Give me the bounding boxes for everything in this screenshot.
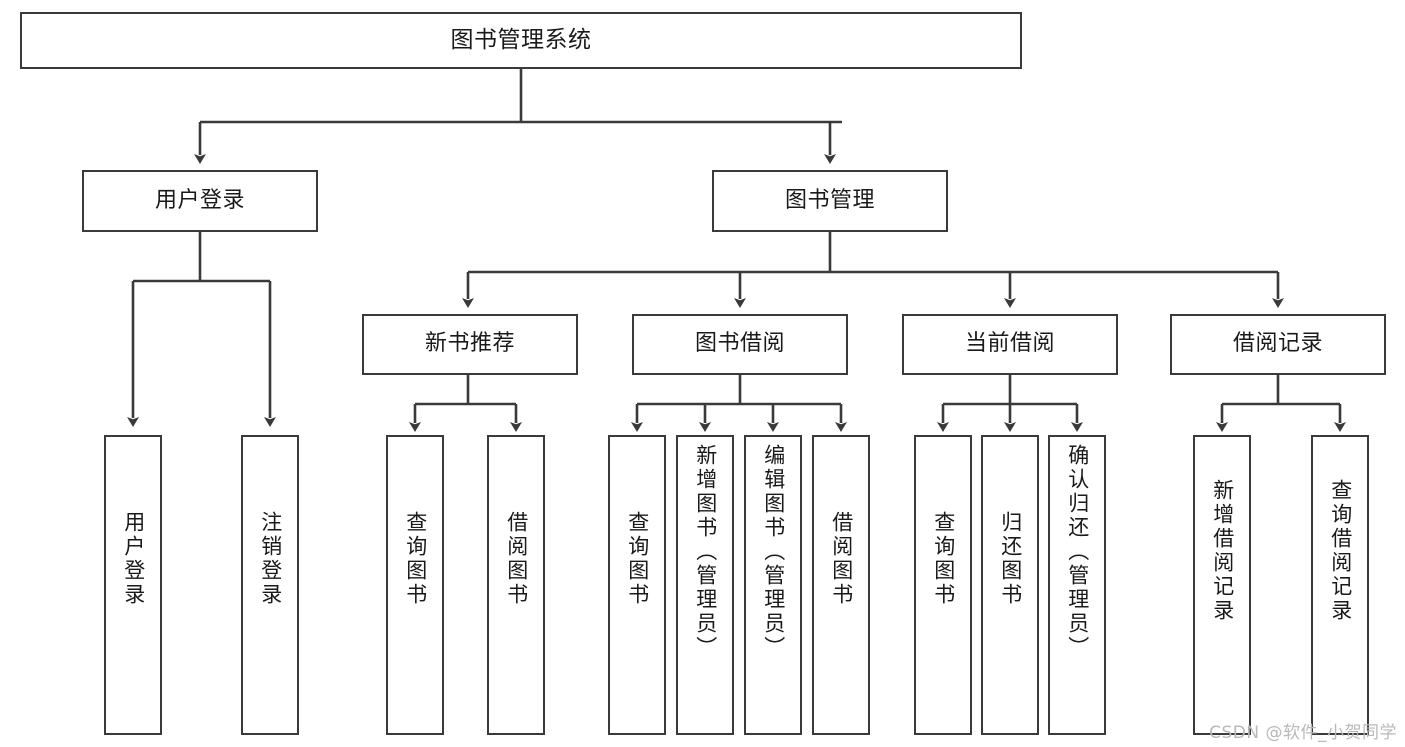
node-leaf-query-book-1[interactable]: 查询图书 — [386, 435, 444, 735]
node-leaf-query-record[interactable]: 查询借阅记录 — [1311, 435, 1369, 735]
node-leaf-borrow-book-1[interactable]: 借阅图书 — [487, 435, 545, 735]
node-leaf-add-book[interactable]: 新增图书（管理员） — [676, 435, 734, 735]
node-label: 用户登录 — [121, 511, 146, 607]
node-leaf-user-login[interactable]: 用户登录 — [104, 435, 162, 735]
node-label: 编辑图书（管理员） — [761, 444, 786, 660]
node-leaf-query-book-3[interactable]: 查询图书 — [914, 435, 972, 735]
node-label: 查询图书 — [931, 511, 956, 607]
node-new-book-recommend[interactable]: 新书推荐 — [362, 314, 578, 375]
node-label: 注销登录 — [258, 511, 283, 607]
node-label: 查询借阅记录 — [1328, 479, 1353, 623]
node-book-borrow[interactable]: 图书借阅 — [632, 314, 848, 375]
node-label: 确认归还（管理员） — [1065, 444, 1090, 660]
node-label: 图书管理 — [784, 187, 875, 213]
node-root-book-management-system[interactable]: 图书管理系统 — [20, 12, 1022, 69]
node-book-management[interactable]: 图书管理 — [712, 170, 948, 232]
node-label: 查询图书 — [625, 511, 650, 607]
node-current-borrow[interactable]: 当前借阅 — [902, 314, 1118, 375]
node-label: 归还图书 — [998, 511, 1023, 607]
csdn-watermark: CSDN @软件_小贺同学 — [1209, 723, 1397, 743]
node-label: 新增借阅记录 — [1210, 479, 1235, 623]
node-leaf-add-record[interactable]: 新增借阅记录 — [1193, 435, 1251, 735]
node-leaf-borrow-book-2[interactable]: 借阅图书 — [812, 435, 870, 735]
node-label: 当前借阅 — [964, 331, 1055, 357]
node-leaf-query-book-2[interactable]: 查询图书 — [608, 435, 666, 735]
node-label: 图书管理系统 — [450, 26, 592, 53]
node-label: 借阅图书 — [504, 511, 529, 607]
node-label: 图书借阅 — [694, 331, 785, 357]
node-label: 新增图书（管理员） — [693, 444, 718, 660]
node-label: 用户登录 — [154, 187, 245, 213]
node-borrow-record[interactable]: 借阅记录 — [1170, 314, 1386, 375]
node-leaf-edit-book[interactable]: 编辑图书（管理员） — [744, 435, 802, 735]
node-label: 查询图书 — [403, 511, 428, 607]
node-leaf-user-logout[interactable]: 注销登录 — [241, 435, 299, 735]
node-leaf-confirm-return[interactable]: 确认归还（管理员） — [1048, 435, 1106, 735]
node-label: 借阅记录 — [1232, 331, 1323, 357]
node-leaf-return-book[interactable]: 归还图书 — [981, 435, 1039, 735]
node-label: 借阅图书 — [829, 511, 854, 607]
node-user-login[interactable]: 用户登录 — [82, 170, 318, 232]
node-label: 新书推荐 — [424, 331, 515, 357]
